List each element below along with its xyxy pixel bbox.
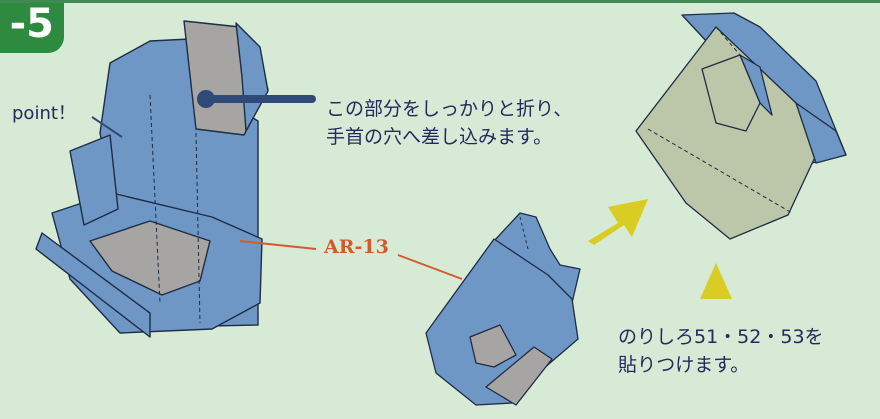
glue-instruction-line-1: のりしろ51・52・53を	[618, 326, 824, 348]
part-leader-right	[397, 254, 463, 280]
left-part-headrest-side	[235, 22, 269, 132]
left-part-seat-shadow	[89, 220, 211, 296]
right-part-side-blue	[795, 102, 847, 164]
assembly-illustration	[35, 12, 847, 406]
center-part-cutout	[469, 324, 517, 368]
left-part-front	[35, 232, 151, 338]
center-part-lower-flap	[485, 346, 553, 406]
glue-instruction-text: のりしろ51・52・53を 貼りつけます。	[618, 323, 824, 379]
part-leader-left	[239, 240, 317, 250]
fold-instruction-text: この部分をしっかりと折り、 手首の穴へ差し込みます。	[326, 95, 572, 151]
point-leader-line	[91, 116, 123, 138]
right-part-notch-blue	[739, 54, 773, 116]
part-number-label: AR-13	[324, 236, 389, 258]
fold-instruction-line-2: 手首の穴へ差し込みます。	[326, 126, 553, 148]
point-label: point！	[12, 103, 76, 124]
right-part-main	[635, 26, 817, 240]
glue-pointer-arrow	[700, 263, 732, 299]
direction-arrow	[588, 199, 648, 245]
right-part	[635, 12, 847, 240]
step-badge: -5	[0, 3, 64, 53]
left-part-arm-flap	[69, 134, 119, 226]
center-part	[425, 212, 581, 406]
glue-instruction-line-2: 貼りつけます。	[618, 354, 750, 376]
fold-instruction-line-1: この部分をしっかりと折り、	[326, 98, 573, 120]
left-part-ar13	[35, 20, 269, 338]
right-part-notch	[701, 54, 761, 132]
callout-pointer	[197, 90, 316, 108]
